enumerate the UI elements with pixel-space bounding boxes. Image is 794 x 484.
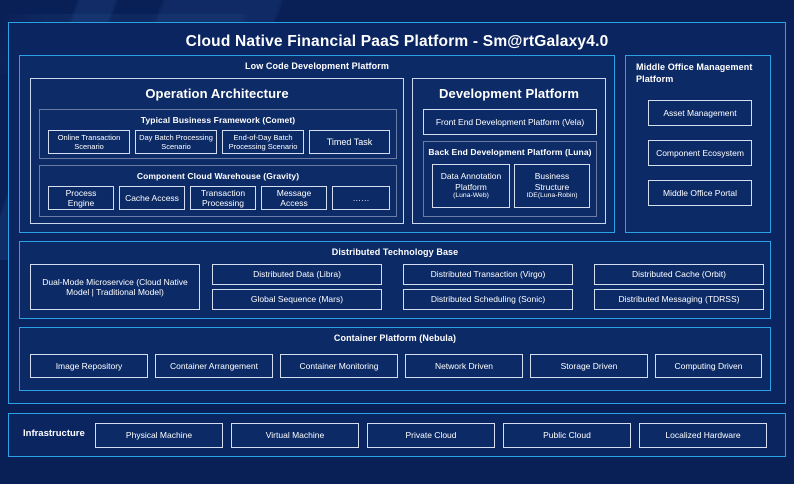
component-warehouse-title: Component Cloud Warehouse (Gravity) [136,171,300,181]
main-platform-frame: Cloud Native Financial PaaS Platform - S… [8,22,786,404]
box-day-batch-processing-scenario[interactable]: Day Batch Processing Scenario [135,130,217,154]
box-asset-management[interactable]: Asset Management [648,100,752,126]
development-platform-panel: Development Platform Front End Developme… [412,78,606,224]
box-business-structure-ide[interactable]: Business Structure IDE(Luna-Robin) [514,164,590,208]
box-component-ecosystem[interactable]: Component Ecosystem [648,140,752,166]
box-private-cloud[interactable]: Private Cloud [367,423,495,448]
development-platform-title: Development Platform [439,86,579,101]
page-title: Cloud Native Financial PaaS Platform - S… [185,33,609,50]
box-computing-driven[interactable]: Computing Driven [655,354,762,378]
box-distributed-transaction[interactable]: Distributed Transaction (Virgo) [403,264,573,285]
box-online-transaction-scenario[interactable]: Online Transaction Scenario [48,130,130,154]
typical-business-framework-panel: Typical Business Framework (Comet) Onlin… [39,109,397,159]
box-network-driven[interactable]: Network Driven [405,354,523,378]
infrastructure-frame: Infrastructure Physical Machine Virtual … [8,413,786,457]
box-global-sequence[interactable]: Global Sequence (Mars) [212,289,382,310]
box-localized-hardware[interactable]: Localized Hardware [639,423,767,448]
box-end-of-day-batch-processing-scenario[interactable]: End-of-Day Batch Processing Scenario [222,130,304,154]
distributed-technology-base-panel: Distributed Technology Base Dual-Mode Mi… [19,241,771,319]
operation-architecture-panel: Operation Architecture Typical Business … [30,78,404,224]
box-cache-access[interactable]: Cache Access [119,186,185,210]
box-dual-mode-microservice[interactable]: Dual-Mode Microservice (Cloud Native Mod… [30,264,200,310]
back-end-title: Back End Development Platform (Luna) [428,147,592,157]
data-annotation-sub: (Luna-Web) [453,192,489,200]
box-image-repository[interactable]: Image Repository [30,354,148,378]
box-distributed-scheduling[interactable]: Distributed Scheduling (Sonic) [403,289,573,310]
box-virtual-machine[interactable]: Virtual Machine [231,423,359,448]
container-platform-panel: Container Platform (Nebula) Image Reposi… [19,327,771,391]
infrastructure-label: Infrastructure [23,428,85,439]
box-transaction-processing[interactable]: Transaction Processing [190,186,256,210]
component-cloud-warehouse-panel: Component Cloud Warehouse (Gravity) Proc… [39,165,397,217]
business-framework-title: Typical Business Framework (Comet) [140,115,296,125]
distributed-base-title: Distributed Technology Base [331,247,459,257]
low-code-title: Low Code Development Platform [245,61,389,71]
box-distributed-messaging[interactable]: Distributed Messaging (TDRSS) [594,289,764,310]
box-front-end-development-platform[interactable]: Front End Development Platform (Vela) [423,109,597,135]
box-distributed-cache[interactable]: Distributed Cache (Orbit) [594,264,764,285]
box-storage-driven[interactable]: Storage Driven [530,354,648,378]
box-container-monitoring[interactable]: Container Monitoring [280,354,398,378]
box-distributed-data[interactable]: Distributed Data (Libra) [212,264,382,285]
low-code-development-platform-panel: Low Code Development Platform Operation … [19,55,615,233]
box-more-components[interactable]: …… [332,186,390,210]
box-process-engine[interactable]: Process Engine [48,186,114,210]
box-public-cloud[interactable]: Public Cloud [503,423,631,448]
data-annotation-name: Data Annotation Platform [440,171,502,192]
middle-office-title: Middle Office Management Platform [636,62,753,84]
back-end-development-platform-panel: Back End Development Platform (Luna) Dat… [423,141,597,217]
box-message-access[interactable]: Message Access [261,186,327,210]
container-platform-title: Container Platform (Nebula) [333,333,457,343]
business-structure-name: Business Structure [534,171,570,192]
box-container-arrangement[interactable]: Container Arrangement [155,354,273,378]
middle-office-management-panel: Middle Office Management Platform Asset … [625,55,771,233]
box-timed-task[interactable]: Timed Task [309,130,390,154]
operation-architecture-title: Operation Architecture [145,86,289,101]
box-data-annotation-platform[interactable]: Data Annotation Platform (Luna-Web) [432,164,510,208]
box-middle-office-portal[interactable]: Middle Office Portal [648,180,752,206]
box-physical-machine[interactable]: Physical Machine [95,423,223,448]
business-structure-sub: IDE(Luna-Robin) [526,192,578,200]
